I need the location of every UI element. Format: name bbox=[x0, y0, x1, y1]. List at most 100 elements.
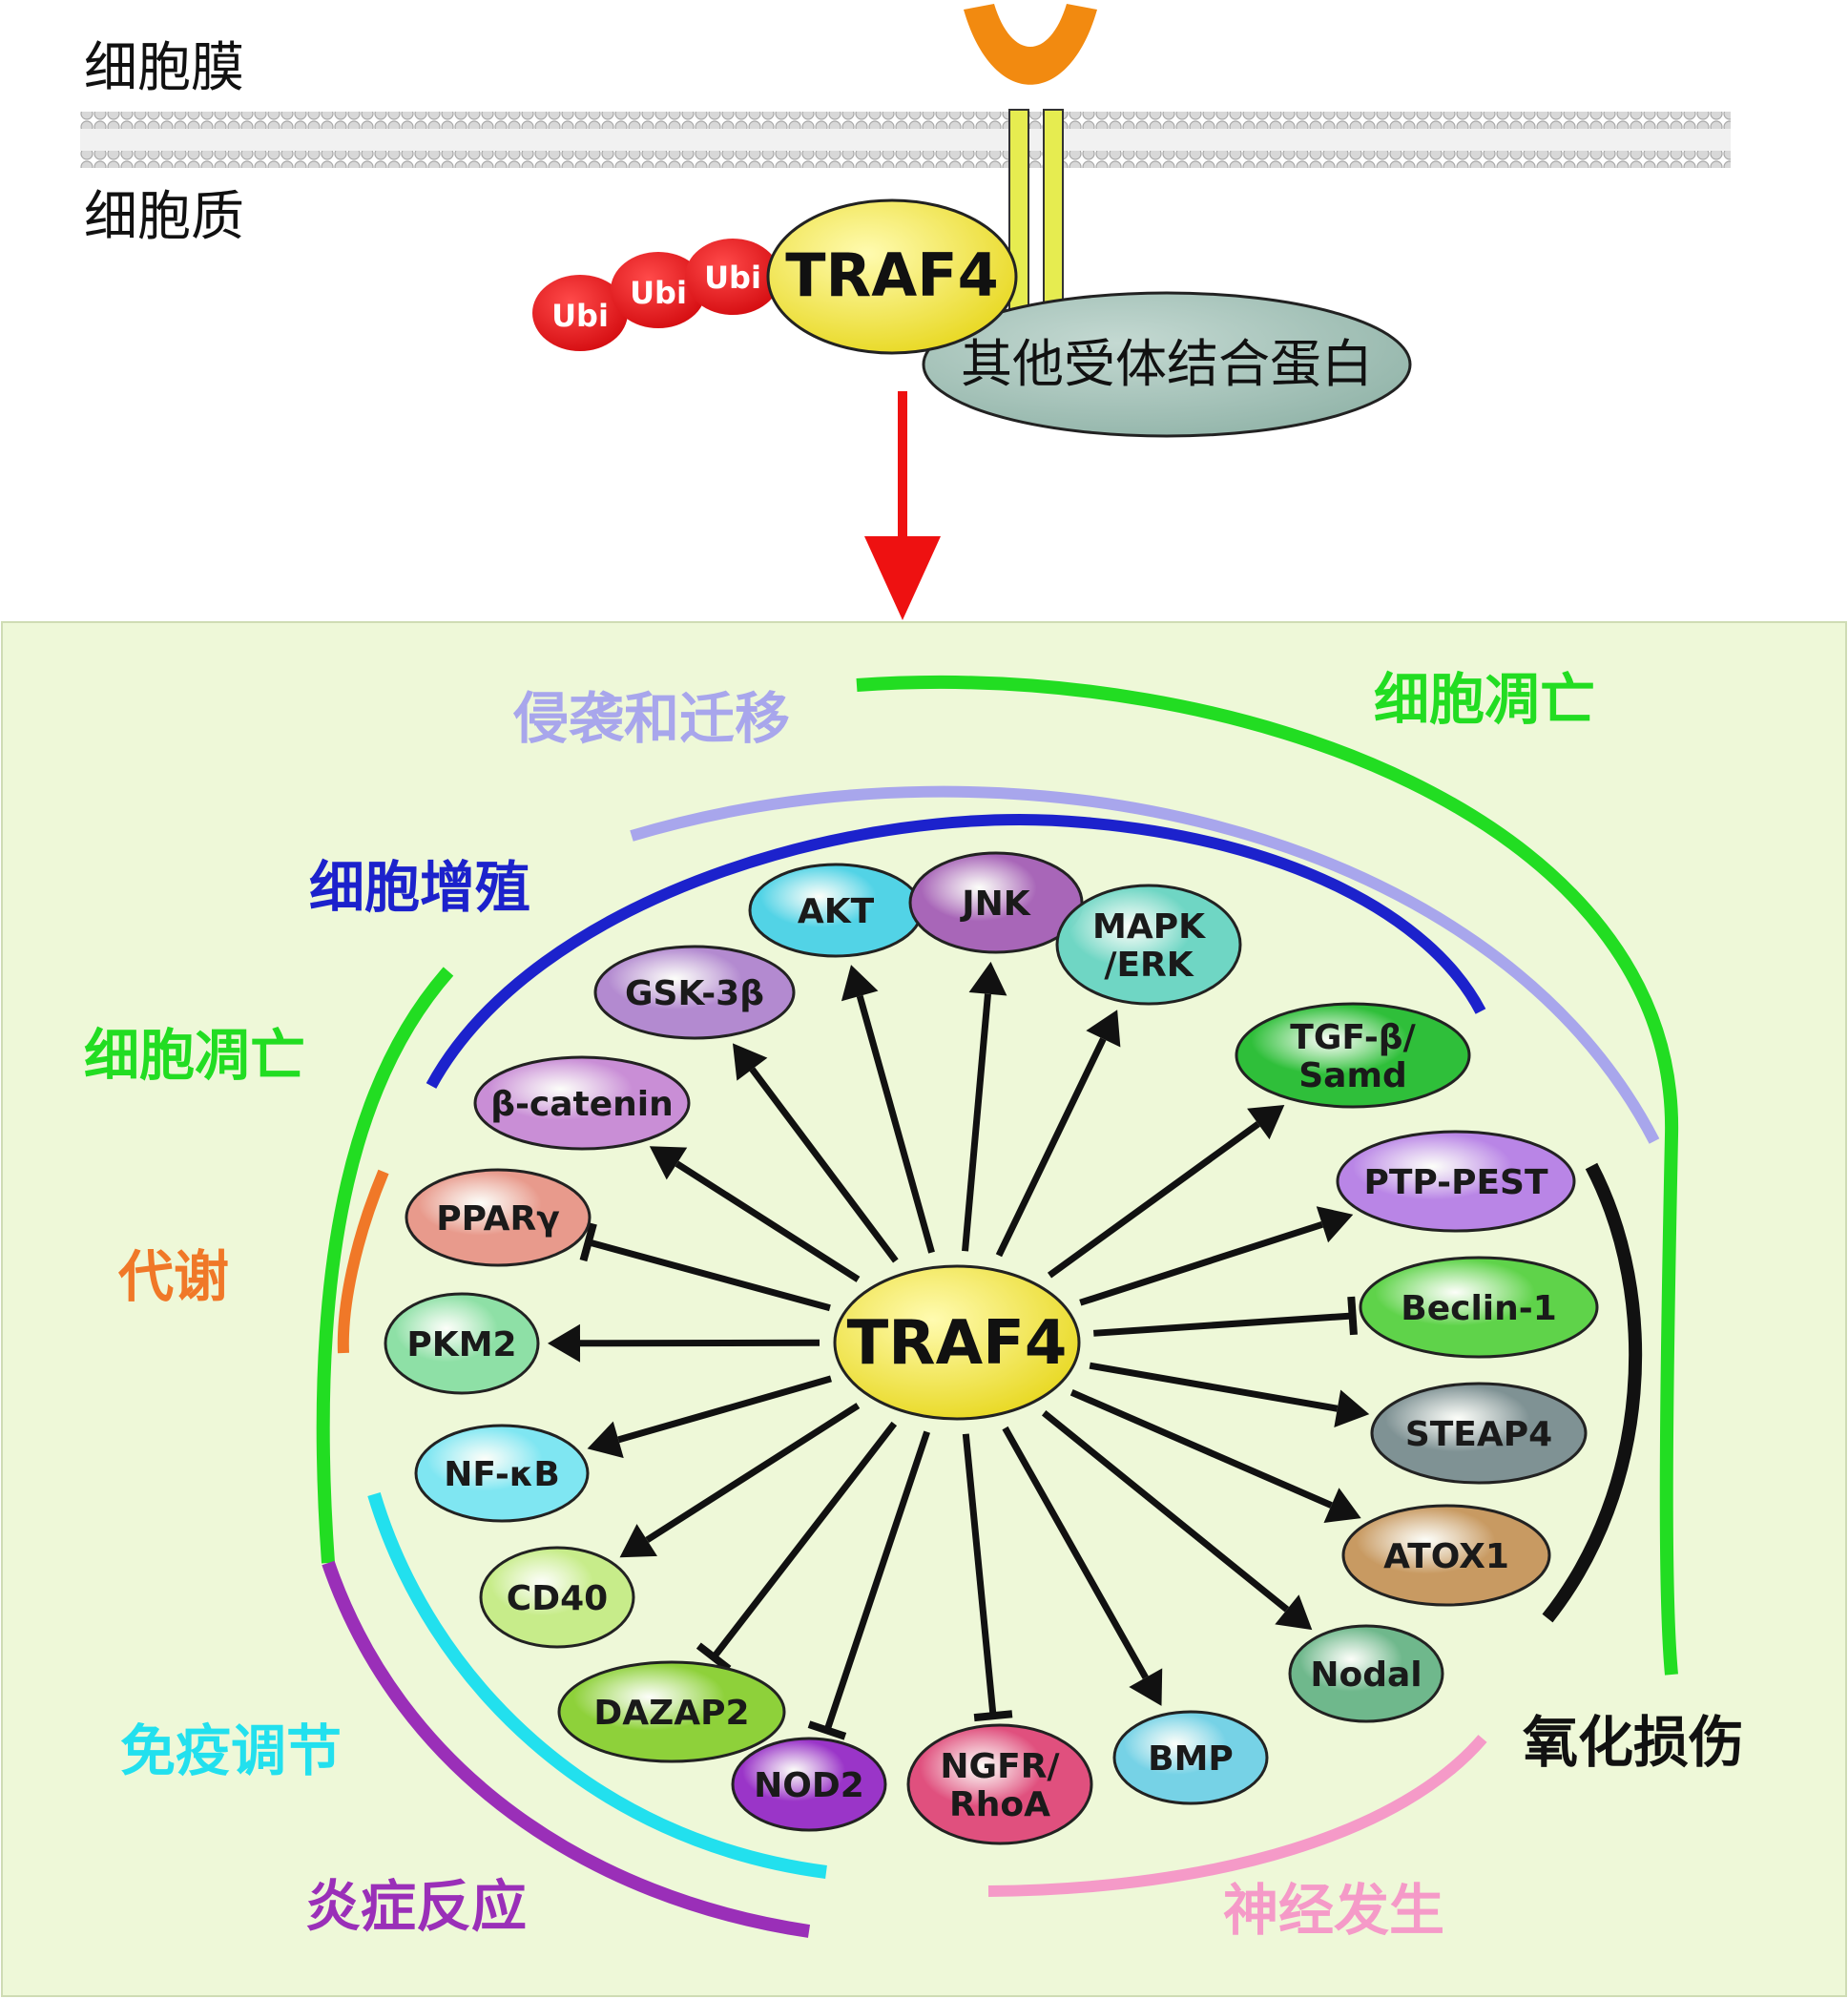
edge-shaft bbox=[675, 1160, 861, 1282]
node-ellipse bbox=[1288, 1624, 1444, 1723]
edge-arrowhead bbox=[1323, 1488, 1361, 1523]
edge-arrowhead bbox=[1275, 1594, 1313, 1631]
node-bmp: BMP bbox=[1112, 1710, 1269, 1805]
edge-arrowhead bbox=[1086, 1010, 1121, 1048]
edge-ppar-g bbox=[579, 1222, 831, 1312]
node-label: GSK-3β bbox=[625, 974, 764, 1013]
arc-apoptosis bbox=[856, 676, 1679, 1676]
node-nf-kb: NF-κB bbox=[414, 1424, 590, 1523]
edge-arrowhead bbox=[1334, 1389, 1370, 1427]
edge-tgf-b-samd bbox=[1047, 1104, 1285, 1279]
edge-shaft bbox=[1069, 1389, 1333, 1509]
node-label: β-catenin bbox=[490, 1085, 674, 1124]
category-labels: 侵袭和迁移 细胞凋亡 细胞增殖 细胞凋亡 代谢 免疫调节 炎症反应 神经发生 氧… bbox=[84, 667, 1744, 1943]
ubiquitin-chain: Ubi Ubi Ubi bbox=[532, 239, 780, 351]
node-ngfr-rhoa: NGFR/RhoA bbox=[906, 1723, 1093, 1845]
traf4-top-label: TRAF4 bbox=[785, 240, 999, 310]
node-ellipse bbox=[906, 1723, 1093, 1845]
edge-arrowhead bbox=[649, 1146, 688, 1180]
lipid-tails bbox=[80, 129, 1731, 151]
edge-shaft bbox=[617, 1375, 832, 1444]
node-label: Nodal bbox=[1310, 1655, 1422, 1695]
edge-dazap2 bbox=[696, 1421, 898, 1673]
edge-ptp-pest bbox=[1079, 1206, 1354, 1306]
edge-inhibitor-bar bbox=[1347, 1296, 1358, 1336]
node-cd40: CD40 bbox=[479, 1546, 635, 1649]
edge-b-catenin bbox=[649, 1146, 861, 1282]
node-ellipse bbox=[1341, 1504, 1551, 1607]
receptor-binding-label: 其他受体结合蛋白 bbox=[961, 334, 1373, 394]
node-label: MAPK bbox=[1092, 907, 1206, 947]
edge-arrowhead bbox=[732, 1043, 768, 1081]
arc-metabolism bbox=[337, 1169, 389, 1354]
edge-arrowhead bbox=[587, 1421, 624, 1459]
node-label: ATOX1 bbox=[1383, 1537, 1509, 1576]
node-label: AKT bbox=[798, 892, 875, 931]
node-b-catenin: β-catenin bbox=[473, 1055, 691, 1151]
edge-shaft bbox=[823, 1430, 930, 1732]
edge-arrowhead bbox=[1247, 1104, 1285, 1140]
node-nod2: NOD2 bbox=[731, 1737, 887, 1832]
ligand-shape bbox=[964, 4, 1097, 85]
arc-inflammation bbox=[322, 1560, 811, 1938]
node-beclin-1: Beclin-1 bbox=[1359, 1256, 1599, 1359]
node-atox1: ATOX1 bbox=[1341, 1504, 1551, 1607]
edge-shaft bbox=[1041, 1410, 1290, 1613]
arc-apoptosis-left bbox=[316, 967, 454, 1564]
edge-akt bbox=[841, 965, 935, 1254]
traf4-center-label: TRAF4 bbox=[847, 1308, 1068, 1379]
cytoplasm-label: 细胞质 bbox=[84, 186, 244, 248]
arc-proliferation bbox=[426, 814, 1486, 1089]
edge-inhibitor-bar bbox=[696, 1642, 732, 1673]
node-label: Beclin-1 bbox=[1401, 1289, 1557, 1328]
node-label: BMP bbox=[1148, 1739, 1234, 1779]
edge-mapk-erk bbox=[995, 1010, 1121, 1258]
edge-atox1 bbox=[1069, 1389, 1361, 1523]
node-label: Samd bbox=[1298, 1056, 1407, 1095]
label-immune-regulation: 免疫调节 bbox=[120, 1718, 342, 1783]
lipid-bilayer-inner bbox=[80, 151, 1731, 168]
traf4-center-node bbox=[833, 1264, 1081, 1421]
edge-arrowhead bbox=[1316, 1206, 1354, 1243]
node-ppar-g: PPARγ bbox=[405, 1168, 592, 1267]
edge-shaft bbox=[856, 994, 935, 1254]
main-arrow-head bbox=[864, 536, 941, 620]
node-label: RhoA bbox=[949, 1785, 1050, 1824]
edge-shaft bbox=[1047, 1121, 1260, 1279]
edge-ngfr-rhoa bbox=[962, 1433, 1013, 1722]
node-ellipse bbox=[1112, 1710, 1269, 1805]
node-label: /ERK bbox=[1104, 946, 1194, 985]
membrane-label: 细胞膜 bbox=[84, 37, 244, 99]
label-proliferation: 细胞增殖 bbox=[309, 855, 530, 920]
arc-neurogenesis bbox=[987, 1735, 1487, 1897]
node-label: NOD2 bbox=[754, 1766, 864, 1805]
label-inflammation: 炎症反应 bbox=[305, 1874, 527, 1939]
node-label: NGFR/ bbox=[940, 1747, 1060, 1786]
node-label: PTP-PEST bbox=[1363, 1163, 1548, 1202]
edge-shaft bbox=[1093, 1312, 1353, 1337]
traf4-top-node bbox=[766, 198, 1018, 355]
edge-shaft bbox=[962, 993, 991, 1252]
label-oxidative-damage: 氧化损伤 bbox=[1523, 1710, 1744, 1775]
edge-arrowhead bbox=[547, 1323, 581, 1363]
node-ellipse bbox=[1235, 1002, 1471, 1109]
node-akt: AKT bbox=[748, 863, 924, 958]
arc-oxidative bbox=[1542, 1162, 1643, 1623]
edge-inhibitor-bar bbox=[579, 1222, 597, 1262]
arc-immune bbox=[367, 1491, 827, 1879]
edge-arrowhead bbox=[841, 965, 879, 1002]
node-jnk: JNK bbox=[908, 851, 1084, 954]
edge-pkm2 bbox=[547, 1323, 820, 1363]
node-steap4: STEAP4 bbox=[1370, 1382, 1588, 1485]
node-label: STEAP4 bbox=[1405, 1415, 1552, 1454]
node-label: DAZAP2 bbox=[593, 1694, 749, 1733]
node-mapk-erk: MAPK/ERK bbox=[1055, 884, 1242, 1006]
edge-nodal bbox=[1041, 1410, 1313, 1631]
lipid-bilayer-outer bbox=[80, 112, 1731, 129]
label-neurogenesis: 神经发生 bbox=[1223, 1878, 1444, 1943]
edge-arrowhead bbox=[1129, 1668, 1163, 1706]
ubi-2-label: Ubi bbox=[630, 275, 687, 311]
edge-shaft bbox=[711, 1421, 898, 1660]
signaling-edges bbox=[547, 961, 1370, 1740]
label-apoptosis-left: 细胞凋亡 bbox=[84, 1023, 305, 1088]
